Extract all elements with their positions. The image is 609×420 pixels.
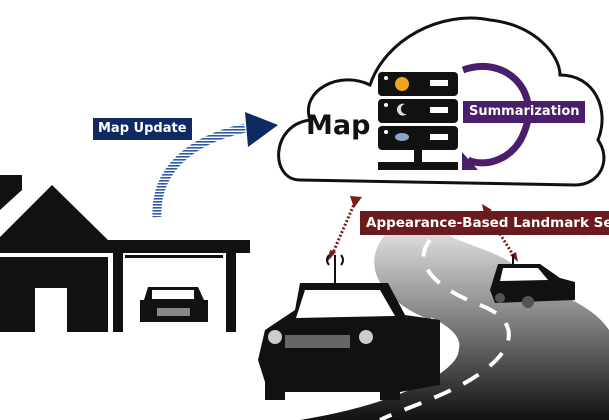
summarization-loop-arrow (461, 62, 533, 170)
rain-cloud-icon (395, 133, 409, 141)
server-rack (378, 72, 458, 170)
garage-car (140, 287, 208, 322)
summarization-label: Summarization (463, 101, 585, 123)
map-update-arrow (152, 112, 278, 218)
main-car (258, 254, 440, 400)
map-label: Map (306, 110, 371, 141)
house-with-garage (0, 175, 250, 332)
sun-icon (395, 77, 409, 91)
moon-icon (396, 103, 407, 116)
distant-car (490, 255, 575, 308)
landmark-selection-label: Appearance-Based Landmark Selection (360, 211, 609, 235)
map-update-label: Map Update (93, 118, 192, 140)
